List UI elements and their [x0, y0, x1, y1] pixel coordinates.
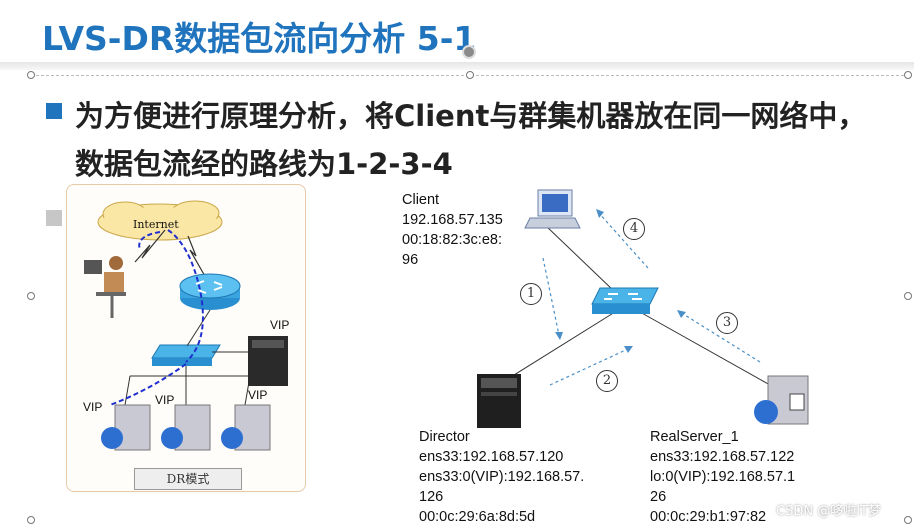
bullet-marker-secondary-icon	[46, 210, 62, 226]
resize-handle-top-left[interactable]	[27, 71, 35, 79]
client-pc-icon	[524, 189, 581, 229]
vip-label-2: VIP	[83, 400, 103, 414]
step-3-badge: 3	[716, 312, 738, 334]
vip-label-3: VIP	[155, 393, 175, 407]
dr-mode-label: DR模式	[134, 468, 242, 490]
bullet-marker-icon	[46, 103, 62, 119]
server-icon-vip	[248, 336, 288, 386]
watermark: CSDN @哆啦IT梦	[776, 504, 881, 519]
user-icon	[84, 256, 126, 318]
step-4-badge: 4	[623, 218, 645, 240]
flow-arrows	[542, 211, 761, 386]
realserver-icon	[754, 375, 809, 425]
step-2-badge: 2	[596, 370, 618, 392]
switch-icon	[591, 287, 659, 314]
router-icon	[179, 273, 241, 310]
switch-icon-small	[151, 344, 221, 366]
internet-label: Internet	[133, 218, 179, 231]
director-info: Director ens33:192.168.57.120 ens33:0(VI…	[419, 429, 585, 525]
step-1-badge: 1	[520, 283, 542, 305]
resize-handle-top-right[interactable]	[904, 71, 912, 79]
client-info: Client 192.168.57.135 00:18:82:3c:e8: 96	[402, 192, 503, 268]
real-server-icons	[101, 404, 271, 451]
rotation-handle-icon[interactable]	[462, 45, 476, 59]
resize-handle-bottom-right[interactable]	[904, 516, 912, 524]
vip-label-1: VIP	[270, 318, 290, 332]
internet-cloud-icon	[97, 200, 223, 241]
resize-handle-left[interactable]	[27, 292, 35, 300]
realserver-info: RealServer_1 ens33:192.168.57.122 lo:0(V…	[650, 429, 796, 525]
title-divider	[0, 62, 914, 70]
vip-label-4: VIP	[248, 388, 268, 402]
slide-title[interactable]: LVS-DR数据包流向分析 5-1	[42, 19, 477, 58]
director-server-icon	[477, 374, 521, 428]
resize-handle-right[interactable]	[904, 292, 912, 300]
resize-handle-bottom-left[interactable]	[27, 516, 35, 524]
bullet-text[interactable]: 为方便进行原理分析，将Client与群集机器放在同一网络中，数据包流经的路线为1…	[75, 99, 867, 181]
resize-handle-top[interactable]	[466, 71, 474, 79]
